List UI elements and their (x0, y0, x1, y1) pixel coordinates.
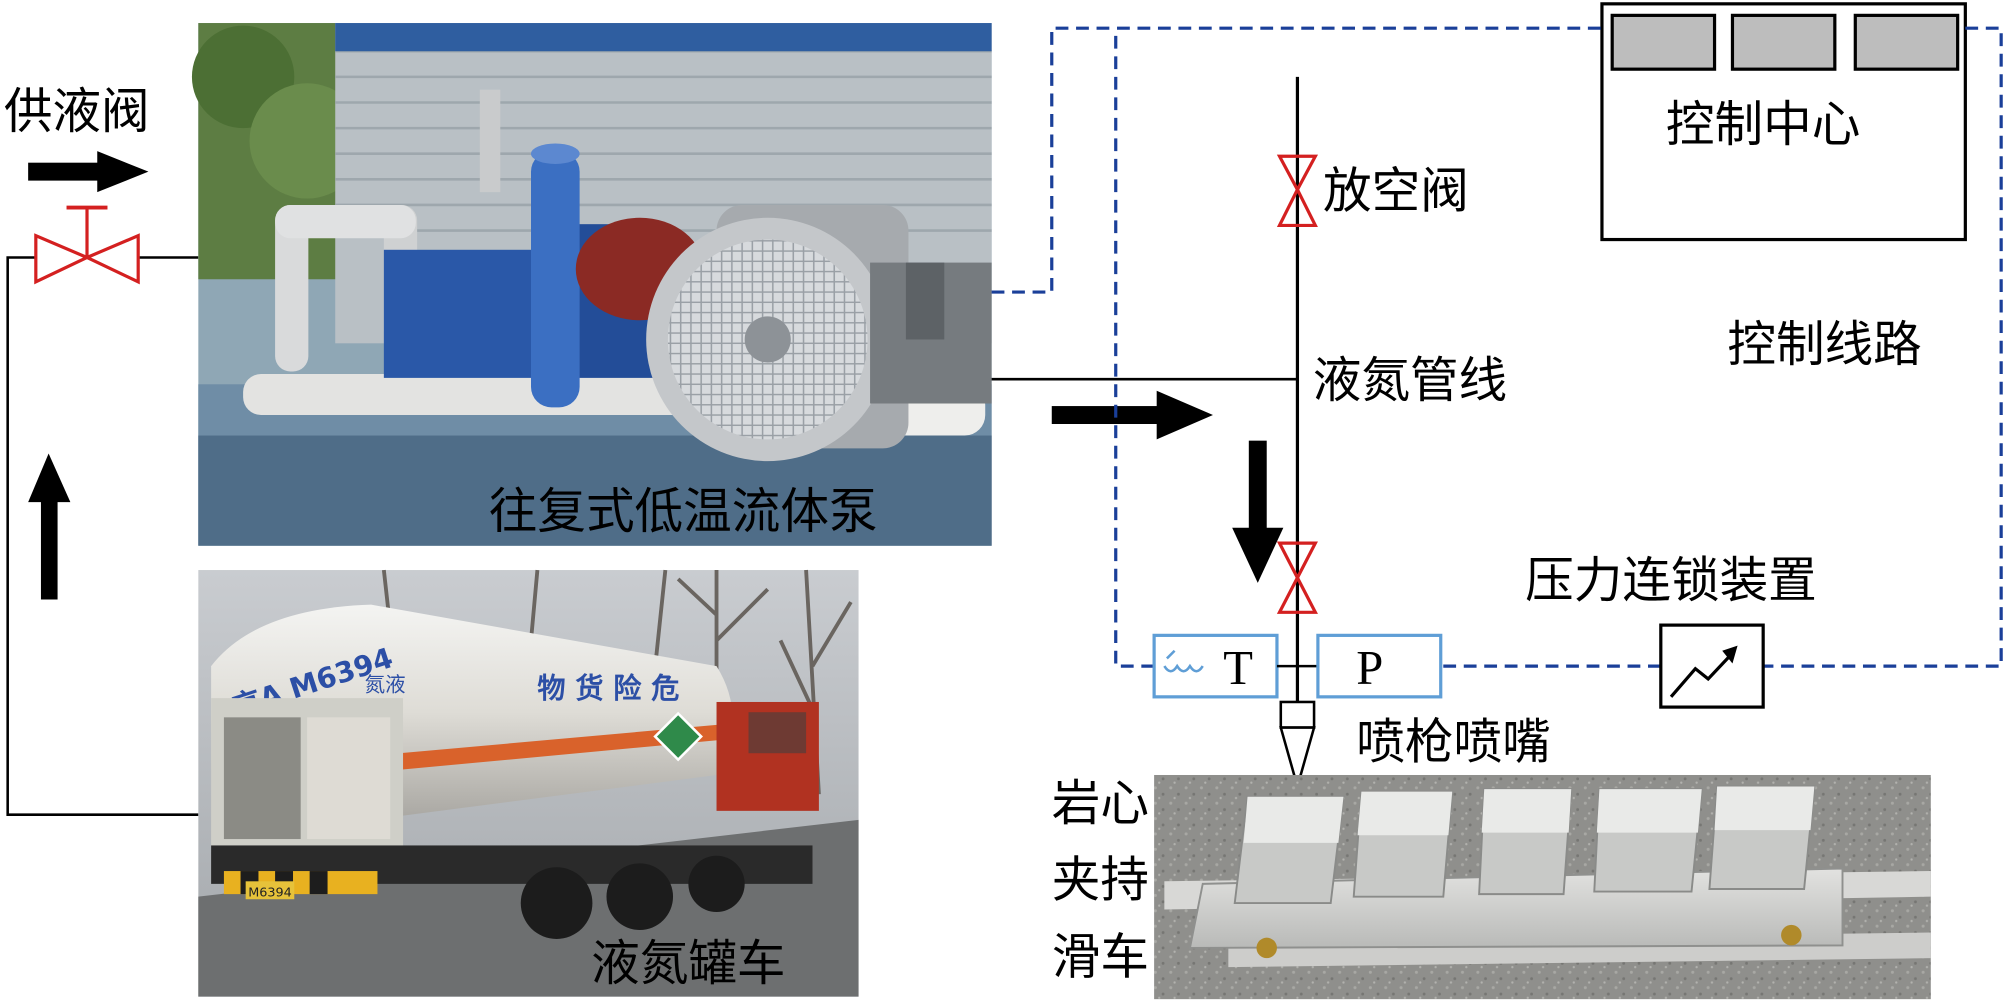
vent-valve-icon[interactable] (1276, 154, 1319, 228)
control-center-label: 控制中心 (1666, 97, 1860, 153)
arrow-down-icon (1232, 440, 1284, 583)
supply-valve-icon[interactable] (34, 205, 140, 285)
pressure-sensor[interactable]: P (1316, 633, 1443, 699)
temperature-sensor[interactable]: T (1152, 633, 1279, 699)
supply-loop-line (6, 256, 199, 816)
pump-photo (191, 23, 992, 546)
core-cart-photo (1154, 774, 1931, 1000)
tanker-label: 液氮罐车 (591, 936, 785, 992)
arrow-right-icon (1051, 390, 1213, 440)
nozzle-label: 喷枪喷嘴 (1356, 714, 1550, 770)
trend-chart-icon[interactable] (1659, 623, 1765, 709)
control-line-label: 控制线路 (1727, 317, 1921, 373)
nozzle-valve-icon[interactable] (1276, 541, 1318, 614)
nozzle-icon (1279, 700, 1316, 792)
ln2-pipeline (991, 76, 1300, 702)
ln2-pipeline-label: 液氮管线 (1313, 353, 1507, 409)
tanker-cargo-text: 物 货 险 危 (537, 672, 679, 705)
arrow-up-icon (28, 453, 71, 600)
arrow-right-icon (28, 151, 149, 193)
pump-label: 往复式低温流体泵 (489, 484, 878, 540)
vent-valve-label: 放空阀 (1323, 163, 1469, 219)
core-cart-label-1: 岩心 (1052, 776, 1149, 832)
core-cart-label-3: 滑车 (1052, 930, 1149, 986)
sensor-p-label: P (1356, 641, 1383, 695)
control-line (991, 26, 2003, 668)
supply-valve-label: 供液阀 (4, 84, 150, 140)
tanker-plate-small-text: M6394 (248, 886, 292, 901)
tanker-medium-text: 氮液 (365, 673, 406, 697)
control-center[interactable] (1600, 2, 1967, 242)
core-cart-label-2: 夹持 (1052, 853, 1149, 909)
tanker-photo: 京A M6394 氮液 物 货 险 危 M6394 (198, 569, 859, 997)
sensor-t-label: T (1223, 641, 1253, 695)
interlock-label: 压力连锁装置 (1525, 553, 1817, 609)
